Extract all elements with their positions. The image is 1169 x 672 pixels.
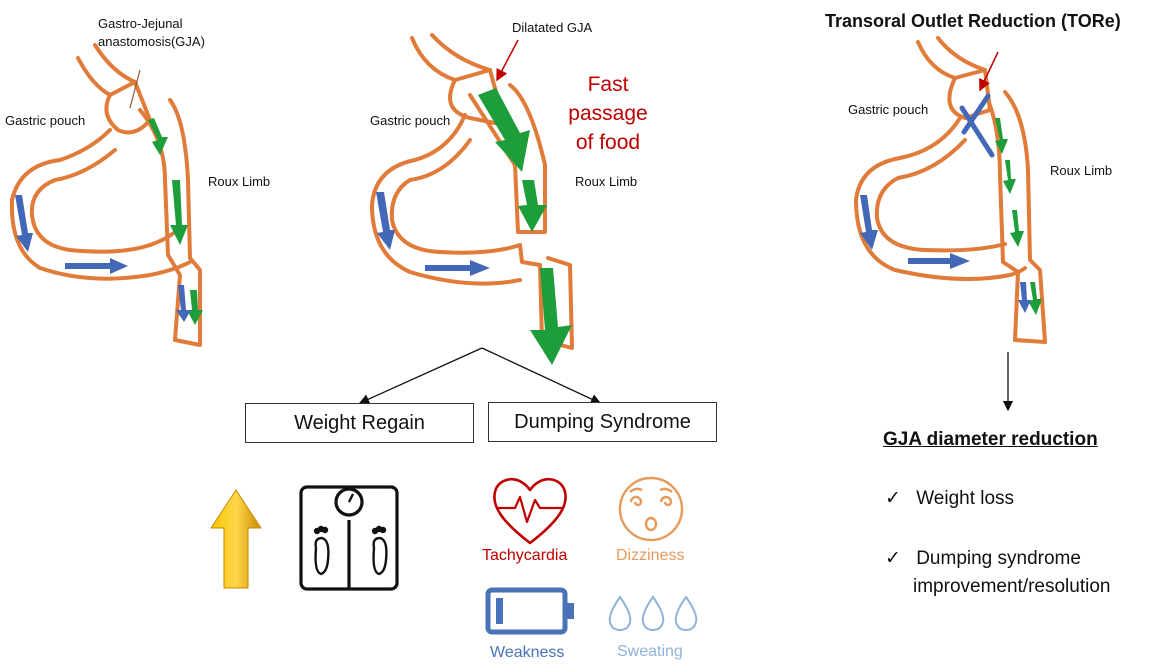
tore-title: Transoral Outlet Reduction (TORe): [825, 11, 1121, 31]
sweat-drops-icon: [608, 595, 698, 632]
check-item-label: Weight loss: [916, 488, 1015, 509]
dilatated-gja-label: Dilatated GJA: [512, 20, 593, 35]
tachycardia-label: Tachycardia: [482, 547, 568, 564]
gja-pointer: [129, 69, 141, 109]
tore-gja-pointer: [979, 51, 999, 92]
dumping-syndrome-box: Dumping Syndrome: [488, 402, 717, 442]
roux-limb-label-3: Roux Limb: [1050, 163, 1113, 178]
roux-limb-label-2: Roux Limb: [575, 174, 638, 189]
dizzy-face-icon: [618, 476, 684, 542]
stomach-diagram-tore: [854, 36, 1047, 344]
gastric-pouch-label-1: Gastric pouch: [5, 113, 86, 128]
sweating-label: Sweating: [617, 643, 683, 660]
stomach-diagram-normal: [9, 43, 202, 347]
gja-label: Gastro-Jejunal anastomosis(GJA): [98, 16, 205, 49]
fast-passage-line-3: of food: [575, 131, 641, 154]
fast-passage-note: Fast passage of food: [568, 70, 648, 157]
fast-passage-line-1: Fast: [587, 73, 629, 96]
dizziness-label: Dizziness: [616, 547, 685, 564]
weakness-label: Weakness: [490, 644, 565, 661]
low-battery-icon: [485, 587, 574, 635]
gastric-pouch-label-3: Gastric pouch: [848, 102, 929, 117]
check-item-label-cont: improvement/resolution: [913, 576, 1111, 597]
staple-cross-icon: [959, 93, 995, 158]
check-item-weight-loss: ✓ Weight loss: [885, 487, 1014, 510]
gja-reduction-heading: GJA diameter reduction: [883, 429, 1098, 450]
check-item-dumping: ✓ Dumping syndrome improvement/resolutio…: [885, 545, 1110, 601]
fast-passage-line-2: passage: [568, 102, 648, 125]
scale-icon: [299, 485, 399, 591]
outcome-branch-arrows: [358, 347, 602, 405]
check-item-label: Dumping syndrome: [916, 548, 1081, 569]
flow-arrows-tore: [860, 118, 1042, 315]
stomach-diagram-dilatated: [370, 33, 574, 350]
check-icon: ✓: [885, 488, 901, 509]
check-icon: ✓: [885, 548, 901, 569]
weight-regain-box: Weight Regain: [245, 403, 474, 443]
flow-arrows-fast: [376, 88, 572, 365]
gastric-pouch-label-2: Gastric pouch: [370, 113, 451, 128]
up-arrow-icon: [210, 489, 262, 589]
heart-ecg-icon: [493, 478, 567, 545]
flow-arrows-normal: [15, 118, 203, 325]
dilatated-gja-pointer: [496, 39, 519, 82]
roux-limb-label-1: Roux Limb: [208, 174, 271, 189]
